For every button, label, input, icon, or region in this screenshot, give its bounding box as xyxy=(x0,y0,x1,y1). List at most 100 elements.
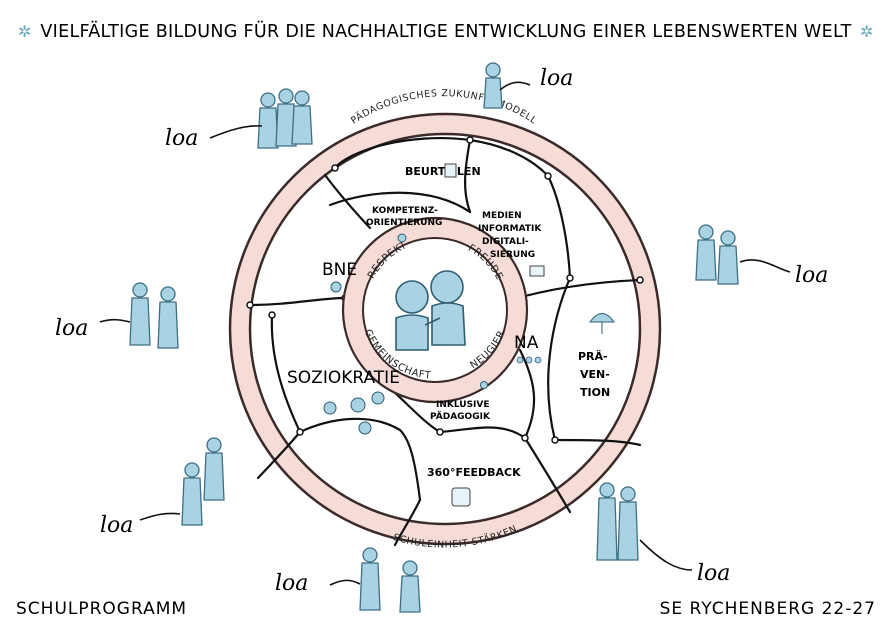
figure-head xyxy=(599,482,615,498)
figure-head xyxy=(132,282,148,298)
feedback-icon xyxy=(451,487,471,507)
figure-head xyxy=(620,486,636,502)
figure-body xyxy=(617,501,639,561)
figure-body xyxy=(181,477,203,526)
figure-head xyxy=(160,286,176,302)
divider-lower-right xyxy=(553,438,642,447)
segment-dividers xyxy=(248,136,642,547)
divider-na-bottom xyxy=(518,348,536,440)
person-figure-icon xyxy=(257,88,313,149)
divider-beurteilen-top xyxy=(333,136,550,178)
loa-label-bottom-right: loa xyxy=(697,561,730,586)
globe-icon xyxy=(330,281,342,293)
network-node xyxy=(358,421,372,435)
figure-body xyxy=(695,239,717,281)
loa-wire xyxy=(499,81,531,91)
loa-wire xyxy=(329,579,361,586)
divider-kompetenz-top xyxy=(328,191,472,214)
segment-medien-line1: MEDIEN xyxy=(482,211,522,221)
figure-body xyxy=(203,452,225,501)
people-icon xyxy=(516,356,542,364)
figure-head xyxy=(294,90,310,106)
loa-label-top-left: loa xyxy=(165,126,198,151)
star-icon: ✲ xyxy=(18,22,31,41)
network-node xyxy=(371,391,385,405)
figure-body xyxy=(257,107,279,149)
figure-head xyxy=(402,560,418,576)
loa-label-bottom: loa xyxy=(275,571,308,596)
connector-dot xyxy=(636,276,644,284)
divider-praevention-left xyxy=(547,276,572,442)
divider-soziokratie-left xyxy=(270,313,302,434)
children-arms xyxy=(424,317,441,326)
segment-beurteilen: BEURTEILEN xyxy=(405,165,481,178)
figure-body xyxy=(717,245,739,285)
connector-dot xyxy=(521,434,529,442)
segment-medien-line4: SIERUNG xyxy=(490,250,535,260)
segment-medien-line2: INFORMATIK xyxy=(478,224,542,234)
segment-soziokratie: SOZIOKRATIE xyxy=(287,368,400,388)
figure-body xyxy=(157,301,179,349)
loa-wire xyxy=(139,512,181,521)
book-icon xyxy=(529,265,545,277)
child-body-right xyxy=(431,302,466,346)
segment-praevention-line1: PRÄ- xyxy=(578,349,608,363)
page-title: VIELFÄLTIGE BILDUNG FÜR DIE NACHHALTIGE … xyxy=(40,20,851,42)
loa-wire xyxy=(209,125,263,139)
connector-dot xyxy=(544,172,552,180)
segment-kompetenz-line1: KOMPETENZ- xyxy=(372,206,438,216)
loa-group-bottom-right: loa xyxy=(596,482,730,586)
network-icon xyxy=(323,391,385,435)
loa-wire xyxy=(639,539,693,571)
figure-head xyxy=(362,547,378,563)
segment-inklusive-line1: INKLUSIVE xyxy=(436,400,490,410)
document-icon xyxy=(444,163,457,178)
figure-body xyxy=(399,575,421,613)
loa-label-bottom-left: loa xyxy=(100,513,133,538)
connector-dot xyxy=(268,311,276,319)
people-head xyxy=(525,356,533,364)
network-node xyxy=(323,401,337,415)
segment-bne: BNE xyxy=(322,260,357,280)
divider-feedback-top xyxy=(438,426,527,440)
divider-feedback-right xyxy=(523,436,572,514)
divider-medien-left xyxy=(463,138,472,214)
loa-group-right: loa xyxy=(695,224,828,288)
figure-head xyxy=(184,462,200,478)
segment-praevention-line2: VEN- xyxy=(580,368,610,381)
person-figure-icon xyxy=(483,62,503,109)
loa-group-bottom: loa xyxy=(275,547,421,613)
inclusion-icon xyxy=(480,381,488,389)
loa-wire xyxy=(99,318,131,323)
umbrella-icon xyxy=(589,313,615,323)
figure-head xyxy=(698,224,714,240)
figure-head xyxy=(206,437,222,453)
person-figure-icon xyxy=(695,224,739,285)
figure-body xyxy=(359,562,381,611)
divider-feedback-left xyxy=(393,498,422,547)
connector-dot xyxy=(466,136,474,144)
divider-left-horizontal xyxy=(248,296,347,307)
people-head xyxy=(534,356,542,364)
figure-body xyxy=(483,77,503,109)
figure-head xyxy=(260,92,276,108)
figure-head xyxy=(720,230,736,246)
child-head-right xyxy=(430,270,464,304)
loa-group-top: loa xyxy=(483,62,573,109)
person-icon xyxy=(397,233,407,243)
segment-inklusive-line2: PÄDAGOGIK xyxy=(430,411,491,422)
footer-left: SCHULPROGRAMM xyxy=(16,599,187,619)
segment-praevention-line3: TION xyxy=(580,386,610,399)
figure-head xyxy=(278,88,294,104)
person-figure-icon xyxy=(596,482,639,561)
loa-group-top-left: loa xyxy=(165,88,313,151)
divider-lower-left xyxy=(256,430,302,480)
figure-body xyxy=(291,105,313,145)
people-head xyxy=(516,356,524,364)
divider-medien-right xyxy=(546,174,572,280)
footer-right: SE RYCHENBERG 22-27 xyxy=(660,599,876,619)
network-node xyxy=(350,397,366,413)
loa-label-right: loa xyxy=(795,263,828,288)
child-head-left xyxy=(395,280,429,314)
